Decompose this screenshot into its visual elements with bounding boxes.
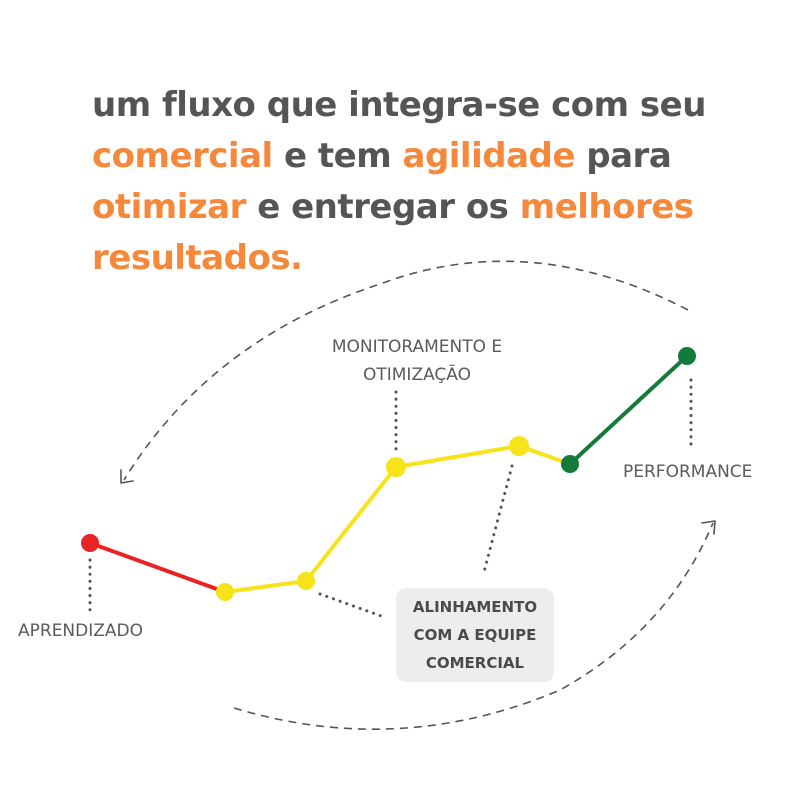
headline-line-3: otimizar e entregar os melhores — [92, 182, 792, 233]
headline-line-1: um fluxo que integra-se com seu — [92, 80, 792, 131]
alignment-leader-1 — [318, 592, 386, 619]
headline-highlight: comercial — [92, 136, 273, 176]
headline: um fluxo que integra-se com seu comercia… — [92, 80, 792, 284]
learning-label: APRENDIZADO — [18, 621, 143, 641]
node-6 — [561, 455, 579, 473]
node-5 — [509, 436, 529, 456]
alignment-box — [396, 588, 554, 682]
node-2 — [216, 583, 234, 601]
alignment-leader-2 — [482, 464, 514, 574]
node-3 — [297, 572, 315, 590]
headline-text: e tem — [272, 136, 403, 176]
alignment-label-line-3: COMERCIAL — [426, 654, 525, 672]
monitoring-label-line-1: MONITORAMENTO E — [332, 337, 502, 357]
headline-line-4: resultados. — [92, 233, 792, 284]
headline-highlight: resultados. — [92, 238, 303, 278]
headline-text: um fluxo que integra-se com seu — [92, 85, 706, 125]
top-arrowhead-icon — [120, 469, 134, 484]
alignment-label-line-2: COM A EQUIPE — [414, 626, 537, 644]
node-start — [81, 534, 99, 552]
headline-highlight: melhores — [519, 187, 694, 227]
headline-text: e entregar os — [245, 187, 520, 227]
red-segment — [88, 541, 227, 594]
bottom-arrowhead-icon — [701, 520, 716, 535]
bottom-cycle-arrow — [233, 522, 714, 730]
top-cycle-arrow — [123, 260, 689, 481]
green-segment — [568, 354, 689, 466]
headline-highlight: agilidade — [402, 136, 576, 176]
node-end — [678, 347, 696, 365]
performance-label: PERFORMANCE — [623, 462, 752, 482]
node-4 — [386, 457, 406, 477]
headline-line-2: comercial e tem agilidade para — [92, 131, 792, 182]
headline-highlight: otimizar — [92, 187, 246, 227]
monitoring-label-line-2: OTIMIZAÇÃO — [363, 363, 471, 385]
headline-text: para — [574, 136, 672, 176]
alignment-label-line-1: ALINHAMENTO — [413, 598, 537, 616]
